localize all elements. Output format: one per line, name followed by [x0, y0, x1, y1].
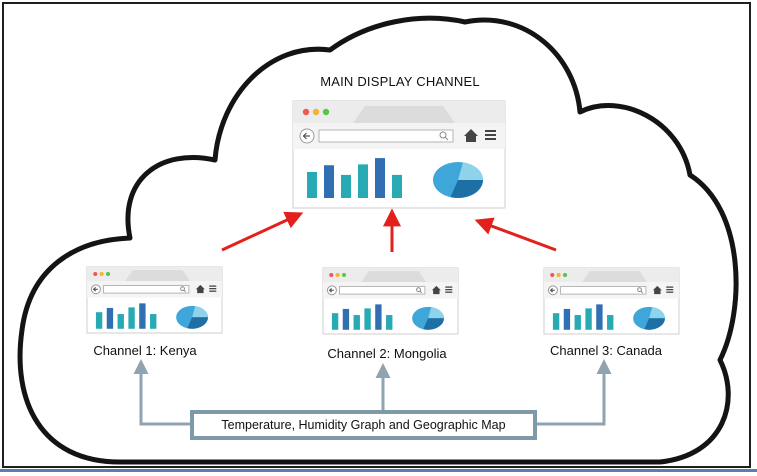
close-dot-icon — [550, 272, 555, 278]
pie-slice-light — [428, 307, 444, 319]
channel-label-mongolia: Channel 2: Mongolia — [327, 346, 447, 361]
illustration-bar — [607, 315, 614, 330]
pie-slice-light — [458, 162, 483, 180]
search-handle — [183, 289, 187, 293]
illustration-bar — [574, 315, 581, 330]
minimize-dot-icon — [312, 108, 320, 116]
main-display-window — [292, 100, 506, 209]
data-source-label: Temperature, Humidity Graph and Geograph… — [221, 418, 506, 432]
illustration-bar — [585, 308, 592, 330]
illustration-bar — [375, 304, 382, 330]
maximize-dot-icon — [322, 108, 330, 116]
pie-slice-dark — [644, 318, 665, 330]
back-arrow-icon — [549, 287, 555, 293]
illustration-bar — [106, 307, 114, 329]
illustration-bar — [139, 303, 146, 329]
illustration-bar — [353, 315, 360, 330]
minimize-dot-icon — [556, 272, 561, 278]
channel-label-canada: Channel 3: Canada — [549, 343, 663, 358]
menu-icon-line — [445, 286, 453, 288]
maximize-dot-icon — [105, 271, 111, 277]
address-bar — [103, 284, 190, 294]
back-arrow-icon — [92, 286, 98, 292]
address-bar — [318, 129, 454, 143]
minimize-dot-icon — [335, 272, 340, 278]
feed-arrow-to-kenya — [133, 359, 190, 426]
menu-icon-line — [445, 289, 453, 291]
maximize-dot-icon — [341, 272, 347, 278]
illustration-bar — [128, 307, 135, 329]
illustration-bar — [364, 308, 371, 330]
main-display-title: MAIN DISPLAY CHANNEL — [320, 74, 480, 89]
close-dot-icon — [93, 271, 98, 277]
pie-slice-dark — [187, 317, 208, 329]
address-bar — [339, 285, 426, 295]
menu-icon-line — [209, 288, 217, 290]
back-arrow-icon — [328, 287, 334, 293]
feed-arrow-to-canada — [537, 359, 612, 426]
pie-slice-light — [192, 306, 208, 318]
outer-frame — [2, 2, 751, 468]
illustration-bar — [375, 158, 385, 198]
flow-arrow-kenya-to-main — [221, 211, 304, 252]
illustration-bar — [307, 171, 317, 198]
search-handle — [419, 290, 423, 294]
search-icon — [180, 286, 185, 292]
window-tab — [361, 271, 427, 283]
illustration-bar — [386, 315, 393, 330]
mongolia-window — [322, 267, 459, 335]
minimize-dot-icon — [99, 271, 104, 277]
pie-slice-dark — [450, 180, 483, 198]
menu-icon-line — [666, 291, 674, 293]
illustration-bar — [331, 313, 339, 330]
data-source-box: Temperature, Humidity Graph and Geograph… — [190, 410, 537, 440]
pie-slice-dark — [423, 318, 444, 330]
close-dot-icon — [329, 272, 334, 278]
illustration-bar — [342, 308, 350, 330]
illustration-bar — [392, 174, 402, 198]
illustration-bar — [150, 314, 157, 329]
search-icon — [416, 287, 421, 293]
illustration-bar — [358, 164, 368, 198]
illustration-bar — [341, 174, 351, 198]
canada-window — [543, 267, 680, 335]
search-icon — [439, 131, 447, 139]
menu-icon-line — [209, 285, 217, 287]
close-dot-icon — [302, 108, 310, 116]
window-tab — [353, 106, 455, 123]
search-icon — [637, 287, 642, 293]
cloud-shape — [17, 15, 739, 465]
menu-icon-line — [445, 291, 453, 293]
maximize-dot-icon — [562, 272, 568, 278]
menu-icon-line — [485, 138, 496, 140]
pie-slice-light — [649, 307, 665, 319]
menu-icon-line — [209, 290, 217, 292]
home-icon — [652, 285, 662, 295]
flow-arrow-canada-to-main — [474, 217, 557, 252]
home-icon — [195, 284, 205, 294]
illustration-bar — [552, 313, 560, 330]
search-handle — [640, 290, 644, 294]
channel-label-kenya: Channel 1: Kenya — [93, 343, 197, 358]
kenya-window — [86, 266, 223, 334]
search-handle — [444, 136, 449, 141]
menu-icon-line — [485, 130, 496, 132]
bottom-rule — [0, 469, 757, 472]
illustration-bar — [596, 304, 603, 330]
menu-icon-line — [666, 289, 674, 291]
illustration-bar — [117, 314, 124, 329]
address-bar — [560, 285, 647, 295]
illustration-bar — [324, 165, 334, 198]
home-icon — [464, 129, 478, 142]
menu-icon-line — [485, 134, 496, 136]
illustration-bar — [95, 312, 103, 329]
window-tab — [582, 271, 648, 283]
window-tab — [125, 270, 191, 282]
menu-icon-line — [666, 286, 674, 288]
illustration-bar — [563, 308, 571, 330]
back-arrow-icon — [302, 132, 310, 140]
home-icon — [431, 285, 441, 295]
